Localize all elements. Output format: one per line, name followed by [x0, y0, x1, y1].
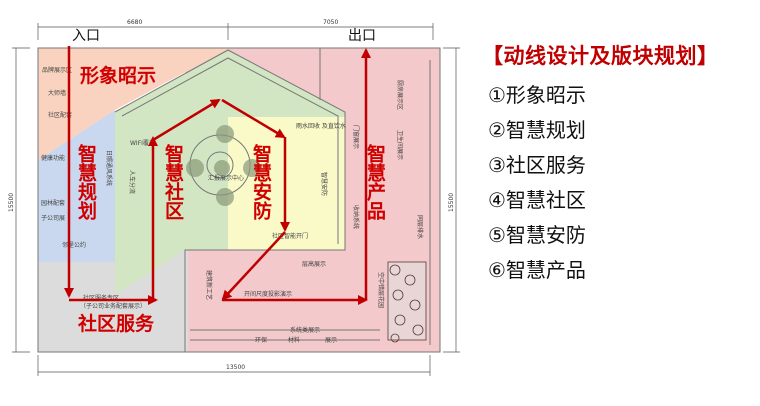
label-supporting: 社区配套	[48, 111, 72, 119]
dim-bottom: 13500	[226, 364, 245, 371]
label-kitchen: 厨房展示区	[396, 80, 404, 110]
label-door: 社区智能开门	[272, 232, 308, 240]
legend-item: ④智慧社区	[488, 188, 586, 212]
label-center: 汇报展示中心	[208, 174, 244, 182]
entrance-label: 入口	[72, 28, 100, 44]
label-system: 系统类展示	[290, 326, 320, 334]
legend: 【动线设计及版块规划】 ①形象昭示 ②智慧规划 ③社区服务 ④智慧社区 ⑤智慧安…	[482, 40, 719, 288]
zone-title-community: 智慧社区	[162, 144, 184, 220]
legend-item: ①形象昭示	[488, 83, 586, 107]
zone-title-planning: 智慧规划	[75, 144, 97, 220]
dim-top-right: 7050	[323, 19, 338, 26]
legend-title: 【动线设计及版块规划】	[482, 44, 719, 68]
floor-plan: 6680 7050 13500 15500 15500 品牌展示区 大师墙 社区…	[8, 19, 460, 376]
label-garden: 园林配套	[41, 199, 65, 207]
zone-title-security: 智慧安防	[250, 144, 272, 220]
label-service-area: 社区服务专区	[83, 294, 119, 302]
legend-item: ②智慧规划	[488, 118, 586, 142]
exit-label: 出口	[348, 28, 376, 44]
zone-title-image: 形象昭示	[80, 64, 156, 87]
label-master: 大师墙	[48, 89, 66, 97]
label-span: 开间尺度投影演示	[244, 290, 292, 298]
label-wifi: WIFI覆盖	[130, 139, 155, 147]
legend-item: ⑥智慧产品	[488, 258, 586, 282]
zone-title-product: 智慧产品	[364, 144, 386, 220]
label-neighbor: 邻里公约	[62, 241, 86, 249]
round-tables	[186, 125, 261, 206]
label-eco: 环保	[255, 336, 267, 344]
walls	[37, 47, 441, 353]
label-sunlight: 日照通风系统	[105, 150, 113, 186]
label-drain: 同层排水	[416, 215, 424, 239]
label-craft: 建筑新工艺	[205, 270, 213, 300]
zone-title-service: 社区服务	[77, 312, 155, 335]
legend-item: ⑤智慧安防	[488, 223, 586, 247]
garden-plants	[387, 261, 427, 343]
label-material: 材料	[288, 336, 300, 344]
dim-right: 15500	[448, 193, 455, 212]
label-health: 健康功能	[41, 154, 65, 162]
dim-left: 15500	[8, 193, 15, 212]
label-storage: 收纳系统	[352, 205, 360, 229]
label-show: 展示	[325, 337, 337, 344]
label-subsidiary: 子公司展	[41, 215, 65, 222]
dimension-lines	[12, 23, 460, 376]
label-smart-sec: 智慧安防	[320, 172, 328, 196]
legend-item: ③社区服务	[488, 153, 586, 177]
zone-image	[38, 48, 230, 160]
label-traffic: 人车分流	[128, 170, 136, 194]
label-service-sub: （子公司业务配套展示）	[80, 302, 146, 310]
circulation-route	[64, 46, 371, 305]
label-bath: 卫生间展示	[396, 130, 404, 160]
label-height: 层高展示	[302, 260, 326, 268]
label-sky-garden: 空中错层花园	[377, 272, 385, 308]
label-water: 雨水回收 及直饮水	[296, 122, 346, 130]
label-window: 门窗展示	[352, 125, 360, 149]
label-brand: 品牌展示区	[42, 66, 72, 74]
zone-planning	[38, 110, 115, 262]
dim-top-left: 6680	[127, 19, 142, 26]
